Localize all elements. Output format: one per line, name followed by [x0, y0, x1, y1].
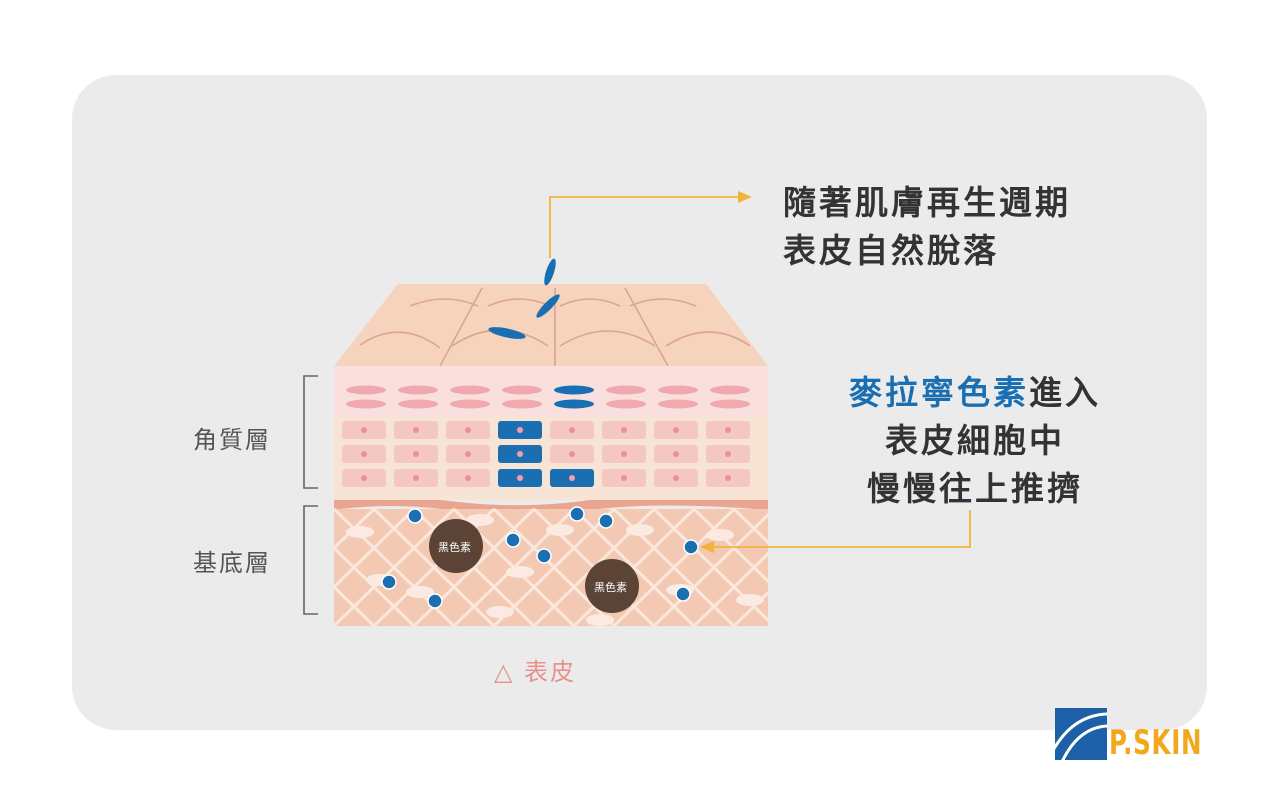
flat-cell [658, 385, 698, 395]
melanin-granule [536, 548, 552, 564]
basal-cell [486, 606, 514, 618]
melanin-cluster-1 [429, 519, 483, 573]
cell-nucleus [569, 451, 575, 457]
shedding-arrow [549, 196, 740, 258]
basal-cell [626, 524, 654, 536]
cell-nucleus [621, 427, 627, 433]
cell-nucleus [621, 451, 627, 457]
shedding-arrow-head [738, 191, 752, 203]
cell-nucleus [517, 475, 523, 481]
flat-cell [450, 385, 490, 395]
melanin-granule [569, 506, 585, 522]
surface-wrinkles [359, 287, 751, 367]
melanin-granule [598, 513, 614, 529]
flat-cell [450, 399, 490, 409]
basal-cell [586, 614, 614, 626]
melanin-granule [675, 586, 691, 602]
epidermis-caption: △ 表皮 [494, 658, 577, 686]
migration-caption-line2: 表皮細胞中 [885, 421, 1065, 460]
flat-cell [606, 385, 646, 395]
basal-cell [706, 529, 734, 541]
flat-cell [398, 399, 438, 409]
basal-cell [736, 594, 764, 606]
cell-nucleus [673, 427, 679, 433]
lattice-line [774, 509, 894, 626]
lattice-line [814, 509, 934, 626]
cell-nucleus [361, 451, 367, 457]
cell-nucleus [465, 475, 471, 481]
cell-nucleus [725, 451, 731, 457]
lattice-line [854, 509, 974, 626]
melanin-label-1: 黑色素 [438, 541, 471, 554]
cell-nucleus [725, 427, 731, 433]
basal-cell [406, 586, 434, 598]
melanin-cluster-2 [585, 559, 639, 613]
cell-nucleus [517, 427, 523, 433]
brand-name: P.SKIN [1109, 723, 1203, 763]
cell-nucleus [361, 427, 367, 433]
basement-membrane [334, 495, 768, 515]
melanin-granule [505, 532, 521, 548]
melanin-granule [427, 593, 443, 609]
melanin-highlight: 麥拉寧色素 [849, 373, 1029, 412]
lattice-line [854, 509, 974, 626]
flat-cell [346, 399, 386, 409]
layer-brackets [303, 375, 318, 615]
skin-surface [334, 284, 768, 366]
flat-cell [606, 399, 646, 409]
cell-nucleus [673, 451, 679, 457]
lattice-line [732, 590, 768, 626]
migration-caption-line3: 慢慢往上推擠 [867, 469, 1083, 508]
migration-arrow-head [700, 541, 714, 553]
shedding-caption-line2: 表皮自然脫落 [783, 231, 999, 270]
cell-nucleus [413, 451, 419, 457]
flat-cell [346, 385, 386, 395]
migration-line1-rest: 進入 [1029, 373, 1101, 412]
flat-cell [658, 399, 698, 409]
basal-cell [546, 524, 574, 536]
cell-nucleus [725, 475, 731, 481]
basal-layer-label: 基底層 [193, 549, 271, 577]
melanin-granule [381, 574, 397, 590]
cell-nucleus [569, 427, 575, 433]
lattice-line [814, 509, 934, 626]
cell-nucleus [465, 427, 471, 433]
stratum-corneum-label: 角質層 [193, 426, 271, 454]
lattice-line [774, 509, 894, 626]
cell-nucleus [361, 475, 367, 481]
brick-cells [342, 421, 750, 487]
cell-nucleus [465, 451, 471, 457]
brand-mark-icon [1055, 708, 1107, 760]
melanin-label-2: 黑色素 [594, 581, 627, 594]
basal-cell [346, 526, 374, 538]
cell-nucleus [673, 475, 679, 481]
flat-cell [710, 399, 750, 409]
melanin-granules [381, 506, 699, 609]
flat-cell [502, 399, 542, 409]
migration-arrow [712, 510, 971, 548]
shedding-melanin-flakes [488, 258, 560, 339]
basal-cell [506, 566, 534, 578]
flat-cell [502, 385, 542, 395]
migration-caption-line1: 麥拉寧色素進入 [830, 366, 1120, 414]
melanin-flake [554, 399, 594, 409]
lattice-line [732, 508, 768, 545]
shedding-caption-line1: 隨著肌膚再生週期 [783, 183, 1071, 222]
flat-cells [346, 385, 750, 409]
basal-cell [466, 514, 494, 526]
melanin-flake [554, 385, 594, 395]
cell-nucleus [517, 451, 523, 457]
flat-cell [710, 385, 750, 395]
cell-nucleus [413, 427, 419, 433]
cell-nucleus [569, 475, 575, 481]
flat-cell [398, 385, 438, 395]
cell-nucleus [413, 475, 419, 481]
lattice-line [692, 551, 768, 626]
cell-nucleus [621, 475, 627, 481]
brand-logo: P.SKIN [1055, 705, 1239, 760]
melanin-granule [407, 508, 423, 524]
melanin-granule [683, 539, 699, 555]
